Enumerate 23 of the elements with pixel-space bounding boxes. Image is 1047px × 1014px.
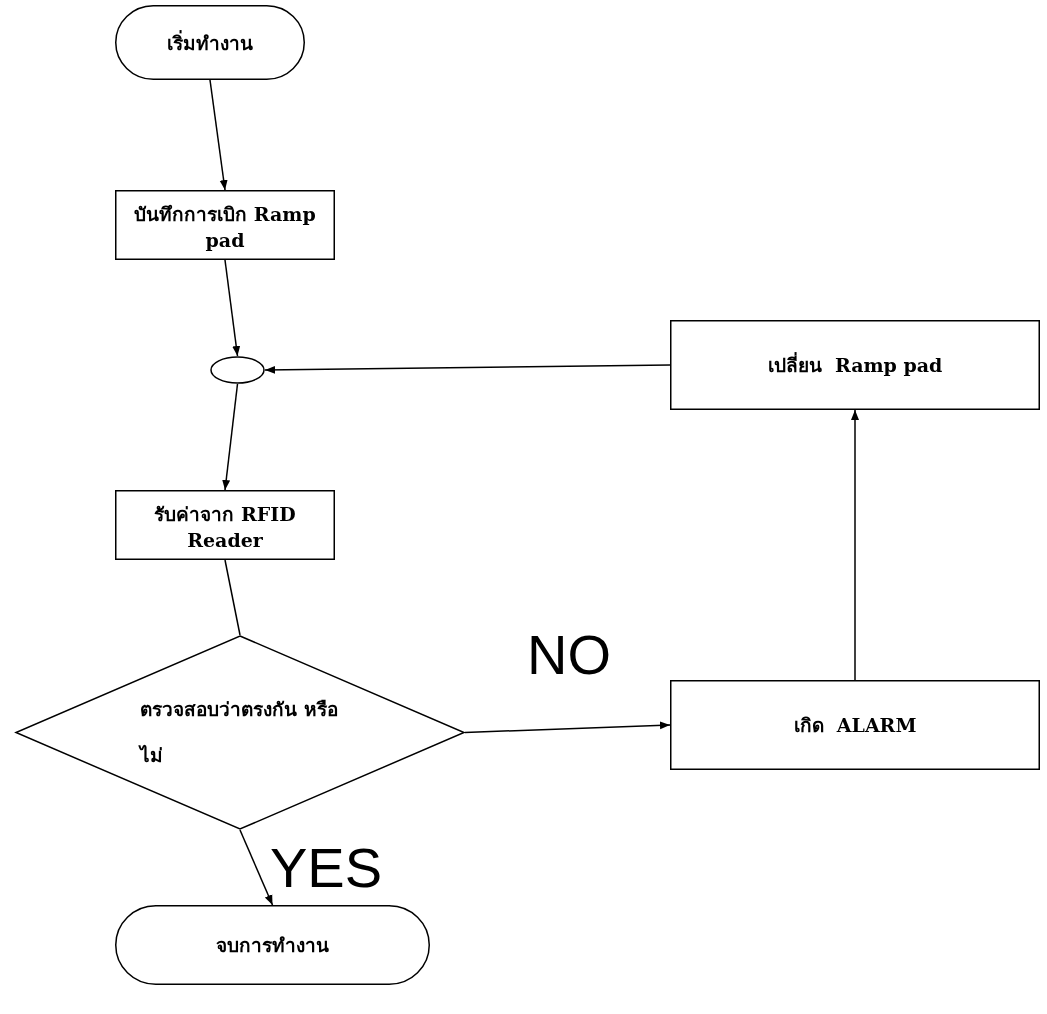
arrow bbox=[224, 259, 241, 357]
process-box bbox=[115, 490, 335, 560]
arrow bbox=[222, 383, 239, 491]
node-label: เกิด ALARM bbox=[793, 713, 917, 738]
node-label: จบการทำงาน bbox=[216, 933, 329, 958]
node-label: รับค่าจาก RFID Reader bbox=[153, 502, 297, 551]
arrow bbox=[209, 79, 228, 191]
edge-label: NO bbox=[527, 627, 611, 683]
process-box bbox=[670, 320, 1040, 410]
node-label: ตรวจสอบว่าตรงกัน หรือไม่ bbox=[140, 696, 339, 768]
node-label: บันทึกการเบิก Ramp pad bbox=[133, 202, 317, 251]
arrow bbox=[851, 409, 859, 681]
node-label: เริ่มทำงาน bbox=[167, 29, 253, 56]
arrow bbox=[464, 721, 671, 734]
connector-oval bbox=[210, 356, 265, 384]
process-box bbox=[115, 190, 335, 260]
arrow bbox=[239, 829, 274, 906]
node-label: เปลี่ยน Ramp pad bbox=[767, 351, 943, 378]
edge-label: YES bbox=[270, 840, 383, 896]
arrow bbox=[264, 364, 671, 374]
connector-line bbox=[224, 559, 241, 636]
process-box bbox=[670, 680, 1040, 770]
decision-diamond bbox=[15, 635, 465, 830]
